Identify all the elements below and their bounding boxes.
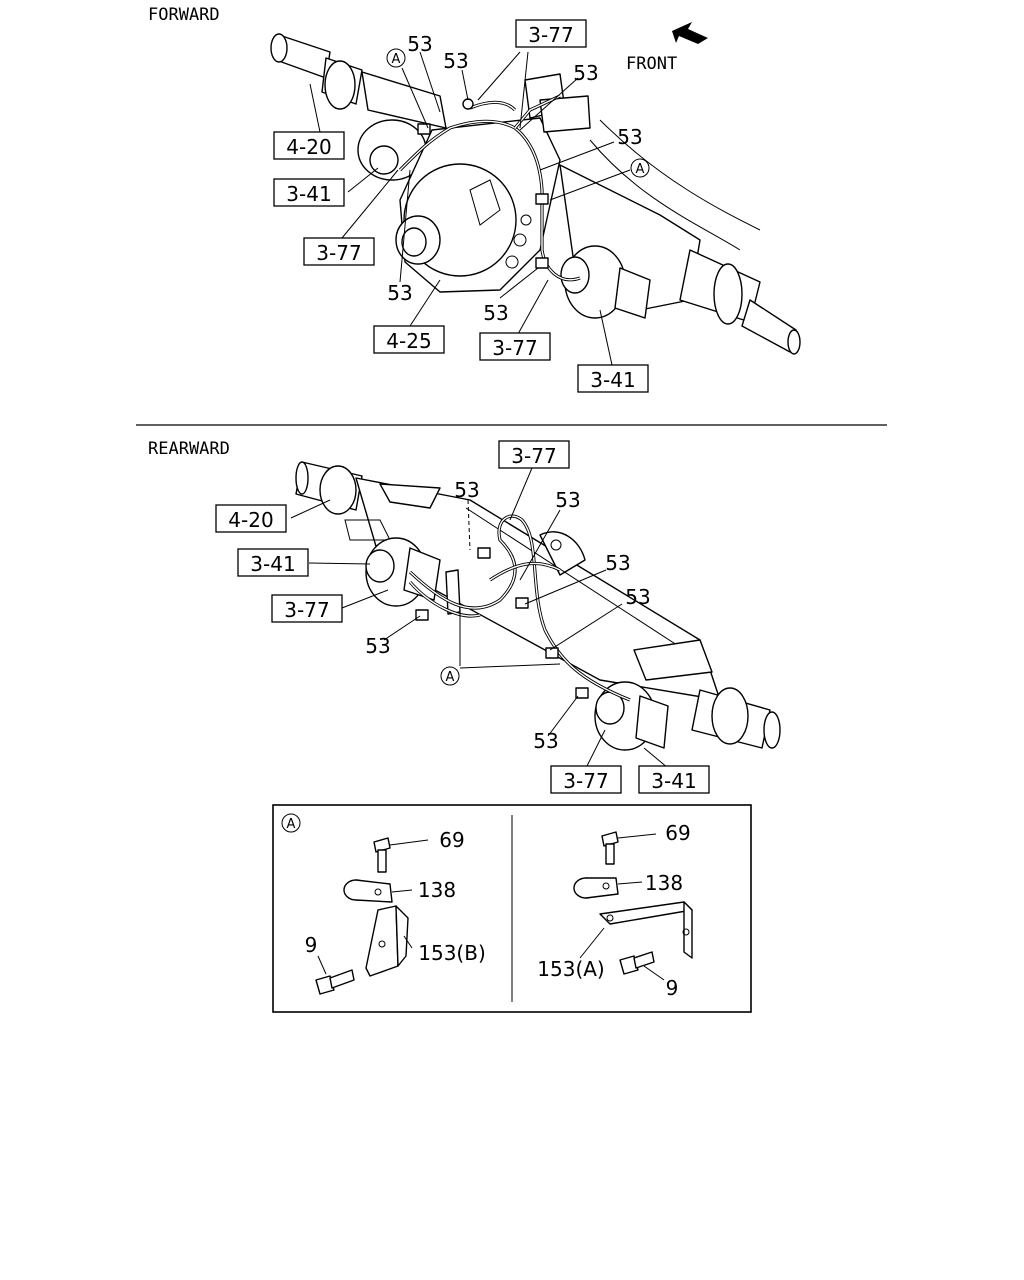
- callout-53: 53: [443, 49, 468, 73]
- callout-53: 53: [617, 125, 642, 149]
- label-9: 9: [305, 933, 318, 957]
- rearward-callouts: 3-77 53 53 4-20 3-41 53 3-77 53 53 A 53 …: [215, 440, 710, 794]
- bolt-icon: [315, 969, 355, 995]
- callout-box: [373, 325, 445, 354]
- bolt-icon: [619, 951, 655, 975]
- label-138: 138: [418, 878, 456, 902]
- bracket-icon: [599, 901, 693, 959]
- callout-53: 53: [625, 585, 650, 609]
- marker-label: A: [636, 162, 645, 177]
- clip-icon: [573, 877, 619, 899]
- callout-4-20: 4-20: [286, 135, 331, 159]
- marker-label: A: [392, 52, 401, 67]
- bolt-icon: [373, 837, 391, 873]
- front-label: FRONT: [626, 54, 677, 74]
- callout-53: 53: [555, 488, 580, 512]
- callout-3-77: 3-77: [284, 598, 329, 622]
- front-arrow-icon: [672, 22, 708, 44]
- callout-3-77: 3-77: [492, 336, 537, 360]
- forward-heading: FORWARD: [148, 5, 220, 25]
- label-153b: 153(B): [418, 941, 486, 965]
- callout-box: [638, 765, 710, 794]
- detail-a-marker-icon: [440, 666, 460, 686]
- callout-4-25: 4-25: [386, 329, 431, 353]
- callout-box: [550, 765, 622, 794]
- rearward-heading: REARWARD: [148, 439, 230, 459]
- rearward-leader-lines: [290, 467, 669, 769]
- callout-box: [577, 364, 649, 393]
- callout-3-41: 3-41: [651, 769, 696, 793]
- callout-box: [215, 504, 287, 533]
- detail-left-variant: 69 138 153(B) 9: [305, 828, 486, 995]
- callout-53: 53: [573, 61, 598, 85]
- detail-a-marker-icon: [281, 813, 301, 833]
- label-138: 138: [645, 871, 683, 895]
- callout-3-77: 3-77: [316, 241, 361, 265]
- callout-3-41: 3-41: [590, 368, 635, 392]
- callout-3-77: 3-77: [563, 769, 608, 793]
- callout-box: [479, 332, 551, 361]
- label-69: 69: [439, 828, 464, 852]
- callout-53: 53: [365, 634, 390, 658]
- detail-a-marker-icon: [386, 48, 406, 68]
- marker-label: A: [446, 670, 455, 685]
- callout-53: 53: [605, 551, 630, 575]
- callout-3-77: 3-77: [511, 444, 556, 468]
- marker-label: A: [287, 817, 296, 832]
- callout-53: 53: [454, 478, 479, 502]
- callout-box: [237, 548, 309, 577]
- callout-box: [515, 19, 587, 48]
- callout-4-20: 4-20: [228, 508, 273, 532]
- forward-leader-lines: [309, 51, 631, 366]
- label-69: 69: [665, 821, 690, 845]
- callout-53: 53: [533, 729, 558, 753]
- bracket-icon: [365, 905, 409, 977]
- callout-box: [273, 178, 345, 207]
- callout-53: 53: [483, 301, 508, 325]
- bolt-icon: [601, 831, 619, 865]
- callout-box: [498, 440, 570, 469]
- forward-axle-drawing: [270, 33, 801, 355]
- callout-box: [271, 594, 343, 623]
- label-153a: 153(A): [537, 957, 604, 981]
- callout-3-41: 3-41: [286, 182, 331, 206]
- callout-box: [273, 131, 345, 160]
- callout-53: 53: [407, 32, 432, 56]
- detail-a-box: A 69 138 153(B): [272, 804, 752, 1013]
- callout-3-41: 3-41: [250, 552, 295, 576]
- forward-callouts: A 53 53 3-77 53 53 A 4-20 3-41 3-77 53 4…: [273, 19, 650, 393]
- clip-icon: [343, 879, 393, 903]
- callout-53: 53: [387, 281, 412, 305]
- detail-right-variant: 69 138 153(A) 9: [537, 821, 693, 1000]
- callout-box: [303, 237, 375, 266]
- label-9: 9: [666, 976, 679, 1000]
- rearward-axle-drawing: [295, 461, 781, 751]
- detail-a-marker-icon: [630, 158, 650, 178]
- callout-3-77: 3-77: [528, 23, 573, 47]
